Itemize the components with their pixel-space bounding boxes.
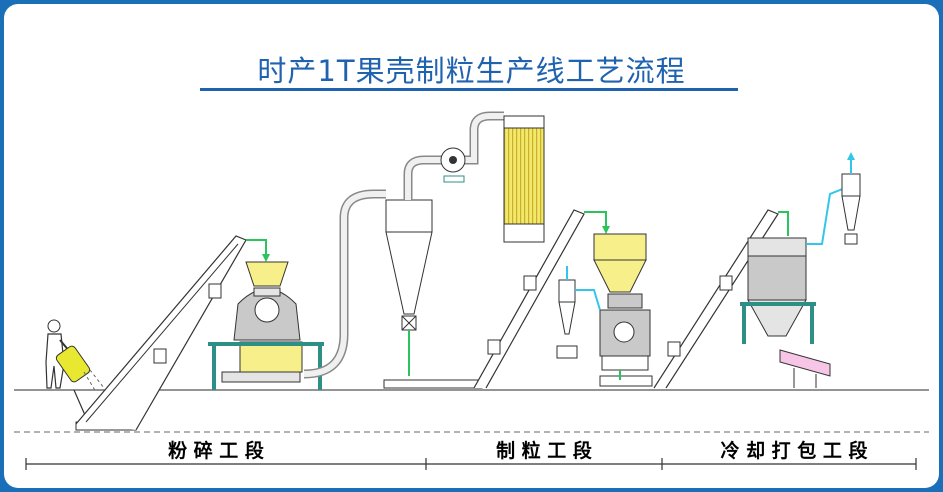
air-line-2 — [806, 185, 851, 245]
belt-conveyor-2 — [383, 379, 483, 389]
stage-label-crushing: 粉 碎 工 段 — [168, 439, 265, 462]
stage-divider — [25, 458, 917, 470]
bucket-elevator-1 — [75, 235, 247, 431]
bucket-elevator-3 — [653, 209, 779, 389]
hammer-mill — [233, 261, 303, 373]
title-underline — [200, 88, 738, 91]
vibrating-screen — [779, 349, 831, 388]
diagram-frame: 时产1T果壳制粒生产线工艺流程 — [4, 4, 939, 488]
pellet-mill — [593, 233, 651, 371]
feed-pipe-2 — [584, 211, 607, 230]
cyclone-separator — [385, 199, 433, 331]
induced-fan — [440, 147, 466, 183]
small-cyclone-1 — [556, 279, 578, 359]
cooler-stand — [740, 302, 816, 344]
diagram-title: 时产1T果壳制粒生产线工艺流程 — [257, 54, 686, 88]
stage-label-cooling-packing: 冷 却 打 包 工 段 — [720, 439, 868, 462]
bucket-elevator-2 — [473, 209, 585, 389]
feed-bag — [55, 345, 105, 393]
worker-figure — [45, 319, 71, 389]
small-cyclone-2 — [841, 173, 861, 245]
bag-filter — [503, 115, 545, 243]
counterflow-cooler — [747, 237, 807, 337]
process-diagram: 粉 碎 工 段 制 粒 工 段 冷 却 打 包 工 段 — [14, 111, 929, 470]
stage-label-pelletizing: 制 粒 工 段 — [496, 439, 593, 462]
mill-stand — [208, 342, 324, 390]
feed-pipe-1 — [246, 239, 267, 258]
pellet-discharge — [599, 375, 653, 387]
screw-conveyor-1 — [221, 371, 301, 383]
feed-pipe-3 — [778, 211, 789, 236]
